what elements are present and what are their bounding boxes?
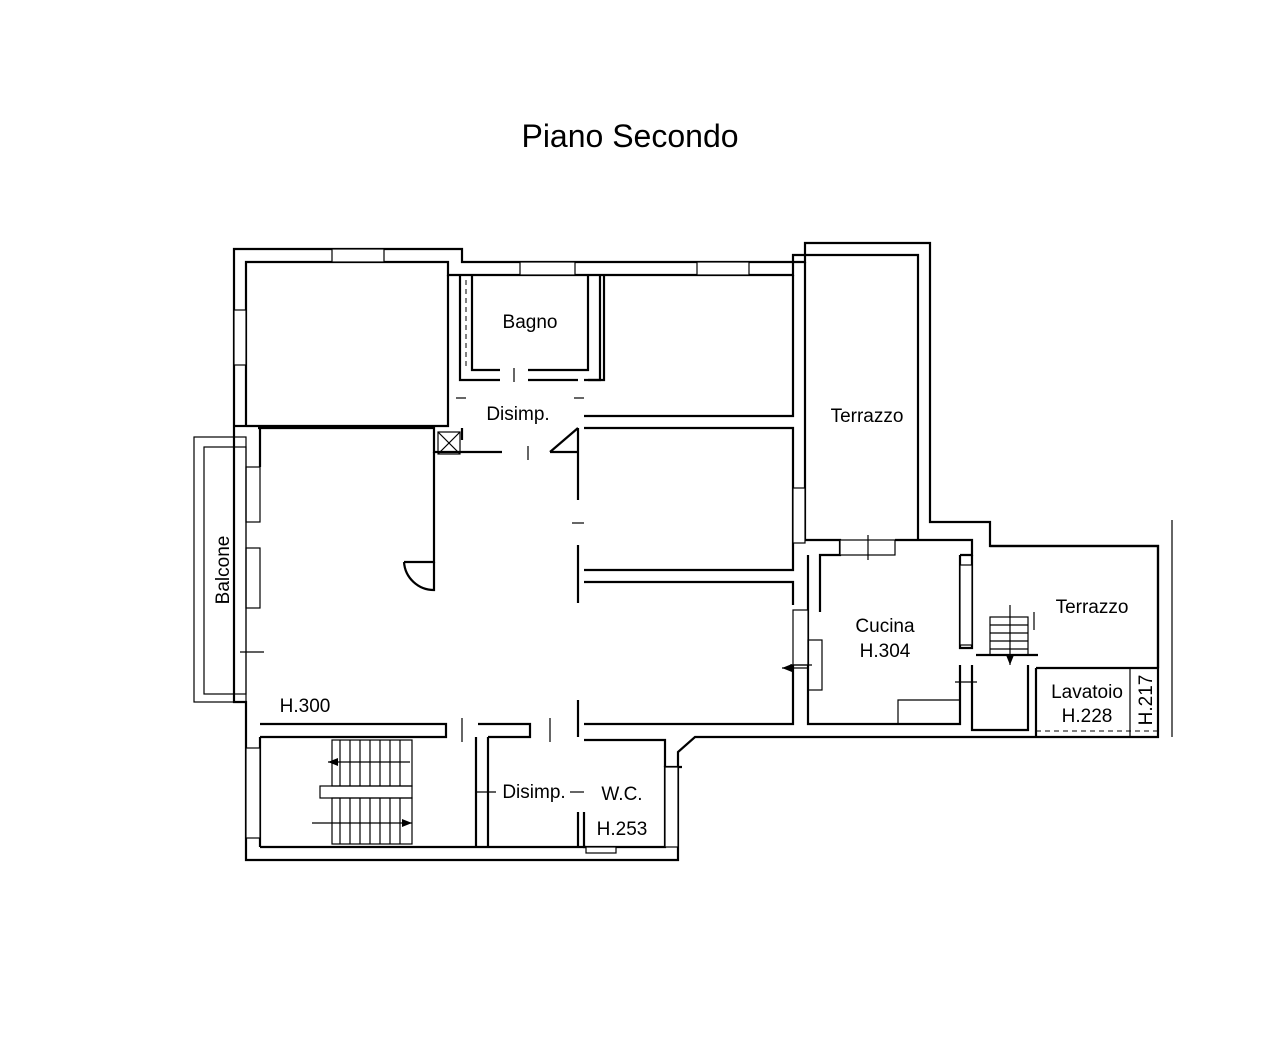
- room-labels: Bagno Disimp. Terrazzo Balcone Cucina H.…: [213, 312, 1157, 840]
- label-wc-height: H.253: [597, 819, 648, 840]
- label-balcone: Balcone: [213, 536, 234, 605]
- label-terrazzo-2: Terrazzo: [1056, 597, 1129, 618]
- label-bagno: Bagno: [503, 312, 558, 333]
- label-wc: W.C.: [601, 784, 642, 805]
- label-living-height: H.300: [280, 696, 331, 717]
- label-cucina-height: H.304: [860, 641, 911, 662]
- label-cucina: Cucina: [855, 616, 915, 637]
- windows: [193, 248, 1158, 854]
- outer-walls: [232, 241, 1173, 862]
- label-terrazzo-1: Terrazzo: [831, 406, 904, 427]
- shaft-box: [437, 431, 461, 455]
- terrace-staircase: [989, 605, 1029, 665]
- main-staircase: [312, 739, 413, 845]
- interior-walls: [246, 262, 1160, 849]
- label-disimpegno-2: Disimp.: [502, 782, 565, 803]
- label-lavatoio: Lavatoio: [1051, 682, 1123, 703]
- door-marks: [240, 368, 1035, 793]
- label-disimpegno-1: Disimp.: [486, 404, 549, 425]
- label-lavatoio-side-height: H.217: [1136, 675, 1157, 726]
- kitchen-chimney: [782, 639, 823, 691]
- plan-title: Piano Secondo: [521, 118, 738, 154]
- label-lavatoio-height: H.228: [1062, 706, 1113, 727]
